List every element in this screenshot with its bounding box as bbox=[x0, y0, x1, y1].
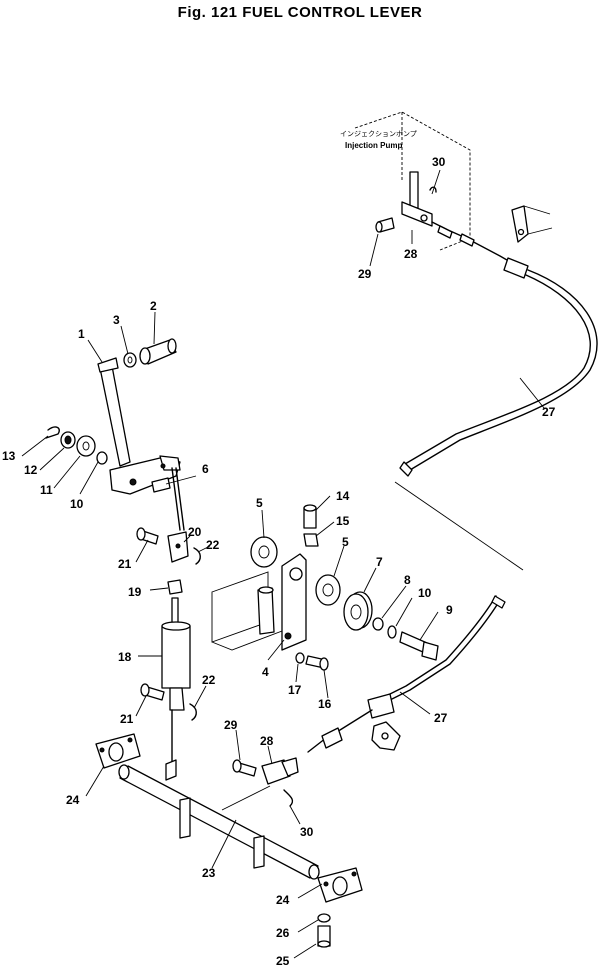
label-22-lower: 22 bbox=[202, 673, 216, 687]
bolt-29-upper bbox=[375, 217, 395, 233]
label-17: 17 bbox=[288, 683, 302, 697]
label-18: 18 bbox=[118, 650, 132, 664]
label-22-upper: 22 bbox=[206, 538, 220, 552]
cotter-pin-30-lower bbox=[283, 789, 294, 807]
label-19: 19 bbox=[128, 585, 142, 599]
label-27-lower: 27 bbox=[434, 711, 448, 725]
bearing-block-24-lower bbox=[317, 867, 363, 903]
bolt-16 bbox=[305, 655, 329, 671]
nut-12 bbox=[60, 431, 76, 449]
washer-10-left bbox=[96, 451, 108, 465]
nut-3 bbox=[123, 352, 137, 368]
label-30-lower: 30 bbox=[300, 825, 314, 839]
label-12: 12 bbox=[24, 463, 38, 477]
bearing-block-24-upper bbox=[95, 733, 141, 769]
roller-7 bbox=[343, 591, 373, 631]
pump-label-en: Injection Pump bbox=[345, 141, 402, 150]
washer-17 bbox=[295, 652, 305, 664]
cable-bracket-upper bbox=[511, 205, 553, 243]
lever-1 bbox=[97, 357, 181, 495]
label-16: 16 bbox=[318, 697, 332, 711]
lever-28-lower bbox=[261, 757, 299, 785]
label-9: 9 bbox=[446, 603, 453, 617]
pump-lever-bracket-28 bbox=[401, 171, 437, 227]
label-10-left: 10 bbox=[70, 497, 84, 511]
link-rod-upper bbox=[171, 467, 181, 531]
label-25: 25 bbox=[276, 954, 290, 965]
nut-15 bbox=[303, 533, 319, 547]
cotter-pin-13 bbox=[45, 426, 60, 439]
bolt-14 bbox=[303, 504, 317, 529]
label-26: 26 bbox=[276, 926, 290, 940]
label-5-upper: 5 bbox=[256, 496, 263, 510]
leader-lines bbox=[21, 169, 545, 959]
bolt-9 bbox=[399, 631, 439, 661]
part-labels: 1 2 3 4 5 5 6 7 8 9 10 10 11 12 13 14 15… bbox=[2, 155, 556, 965]
cotter-pin-22-upper bbox=[193, 547, 201, 565]
bracket-plate-4 bbox=[211, 553, 307, 651]
label-10-right: 10 bbox=[418, 586, 432, 600]
cotter-pin-22-lower bbox=[189, 703, 197, 721]
label-28-lower: 28 bbox=[260, 734, 274, 748]
label-29-lower: 29 bbox=[224, 718, 238, 732]
label-6: 6 bbox=[202, 462, 209, 476]
washer-26 bbox=[317, 913, 331, 923]
bolt-21-lower bbox=[140, 683, 165, 701]
knob-2 bbox=[139, 338, 177, 365]
label-29-upper: 29 bbox=[358, 267, 372, 281]
figure-title: Fig. 121 FUEL CONTROL LEVER bbox=[178, 4, 423, 21]
label-8: 8 bbox=[404, 573, 411, 587]
cable-bracket-lower bbox=[371, 721, 401, 751]
injection-pump-outline: インジェクションポンプ Injection Pump bbox=[340, 111, 471, 251]
label-23: 23 bbox=[202, 866, 216, 880]
label-21-upper: 21 bbox=[118, 557, 132, 571]
washer-10-right bbox=[387, 625, 397, 639]
label-27-upper: 27 bbox=[542, 405, 556, 419]
nut-19 bbox=[167, 579, 183, 595]
label-14: 14 bbox=[336, 489, 350, 503]
label-13: 13 bbox=[2, 449, 16, 463]
pump-label-jp: インジェクションポンプ bbox=[340, 130, 417, 138]
washer-5-lower bbox=[315, 574, 341, 606]
rod-18 bbox=[161, 597, 191, 711]
bolt-6 bbox=[151, 477, 171, 493]
label-15: 15 bbox=[336, 514, 350, 528]
label-4: 4 bbox=[262, 665, 269, 679]
washer-11 bbox=[76, 435, 96, 457]
control-cable-27 bbox=[307, 221, 598, 753]
shaft-23 bbox=[118, 759, 320, 880]
washer-5-upper bbox=[250, 536, 278, 568]
label-5-lower: 5 bbox=[342, 535, 349, 549]
bolt-29-lower bbox=[232, 759, 257, 777]
label-1: 1 bbox=[78, 327, 85, 341]
label-24-upper: 24 bbox=[66, 793, 80, 807]
label-11: 11 bbox=[40, 483, 53, 497]
label-20: 20 bbox=[188, 525, 202, 539]
clevis-20 bbox=[167, 531, 189, 563]
bolt-21-upper bbox=[136, 527, 159, 545]
label-2: 2 bbox=[150, 299, 157, 313]
label-3: 3 bbox=[113, 313, 120, 327]
label-21-lower: 21 bbox=[120, 712, 134, 726]
nut-8 bbox=[372, 617, 384, 631]
label-28-upper: 28 bbox=[404, 247, 418, 261]
bolt-25 bbox=[317, 925, 331, 948]
label-7: 7 bbox=[376, 555, 383, 569]
label-30-upper: 30 bbox=[432, 155, 446, 169]
label-24-lower: 24 bbox=[276, 893, 290, 907]
